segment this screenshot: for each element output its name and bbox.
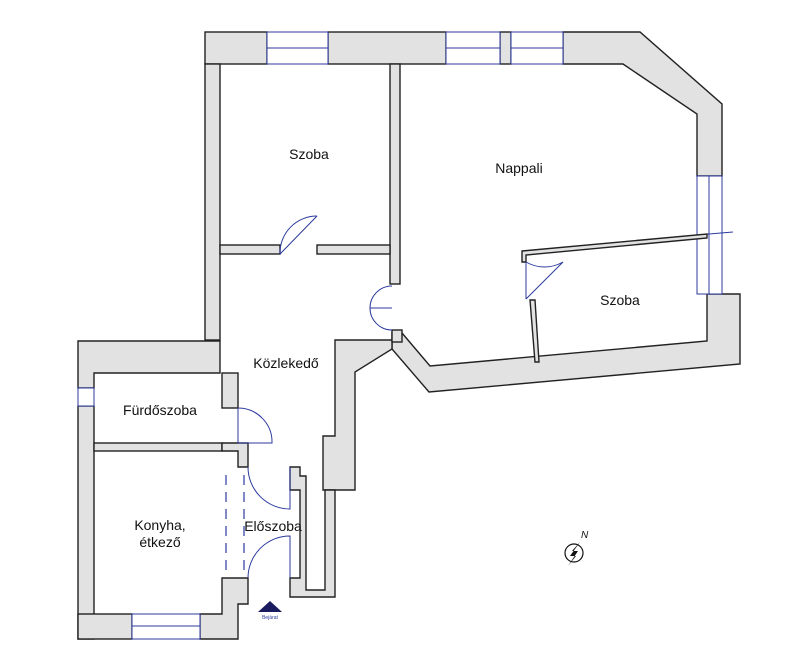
wall-szoba-nappali (389, 63, 401, 285)
wall-kitchen-bottom-left (77, 613, 133, 640)
doors (225, 215, 564, 579)
wall-left-upper (204, 63, 221, 341)
door-szoba2-arc (525, 261, 564, 300)
compass-needle-icon (568, 542, 580, 566)
north-label: N (581, 530, 589, 541)
wall-left-wing-left (77, 405, 95, 640)
wall-corridor-door-jamb (391, 329, 403, 343)
wall-right-lower (391, 293, 741, 393)
wall-bath-right (221, 372, 239, 409)
door-nappali-arc-2 (369, 307, 393, 331)
wall-szoba-bottom-right (316, 244, 391, 255)
room-label-szoba-right: Szoba (600, 292, 640, 308)
door-szoba-arc (279, 215, 318, 255)
wall-top-left (204, 31, 268, 65)
wall-kitchen-right (221, 442, 249, 468)
room-label-nappali: Nappali (495, 160, 542, 176)
wall-kitchen-right-lower (199, 577, 249, 640)
wall-top-right-diagonal (562, 31, 723, 177)
room-labels: Szoba Nappali Szoba Közlekedő Fürdőszoba… (123, 146, 640, 550)
room-label-kozlekedo: Közlekedő (253, 355, 319, 371)
room-label-etkezo: étkező (139, 534, 180, 550)
wall-left-wing-top (77, 340, 221, 389)
partition-horizontal (521, 233, 708, 263)
partition (521, 233, 708, 363)
wall-szoba-bottom-left (219, 244, 281, 255)
wall-top-mid (327, 31, 447, 65)
room-label-furdoszoba: Fürdőszoba (123, 402, 197, 418)
north-arrow: N (564, 530, 589, 566)
entrance-label: Bejárat (262, 615, 278, 621)
wall-top-pier (499, 31, 512, 65)
entrance-arrow-icon (258, 601, 282, 612)
wall-bath-bottom (93, 442, 223, 452)
room-label-eloszoba: Előszoba (244, 518, 302, 534)
compass-icon (564, 543, 584, 563)
door-bath-arc (237, 407, 273, 444)
windows (77, 31, 734, 640)
wall-corridor-right (322, 339, 393, 491)
partition-vertical (529, 299, 540, 363)
wall-hall-right (289, 466, 336, 598)
door-hall-arc (247, 466, 291, 510)
entrance-marker: Bejárat (258, 601, 282, 621)
window-bath (77, 387, 95, 407)
room-label-szoba-top: Szoba (289, 146, 329, 162)
door-szoba-leaf (279, 215, 318, 255)
room-label-konyha: Konyha, (134, 517, 185, 533)
door-entrance-arc (247, 535, 291, 579)
walls (77, 31, 741, 640)
door-nappali-arc-1 (369, 285, 393, 309)
